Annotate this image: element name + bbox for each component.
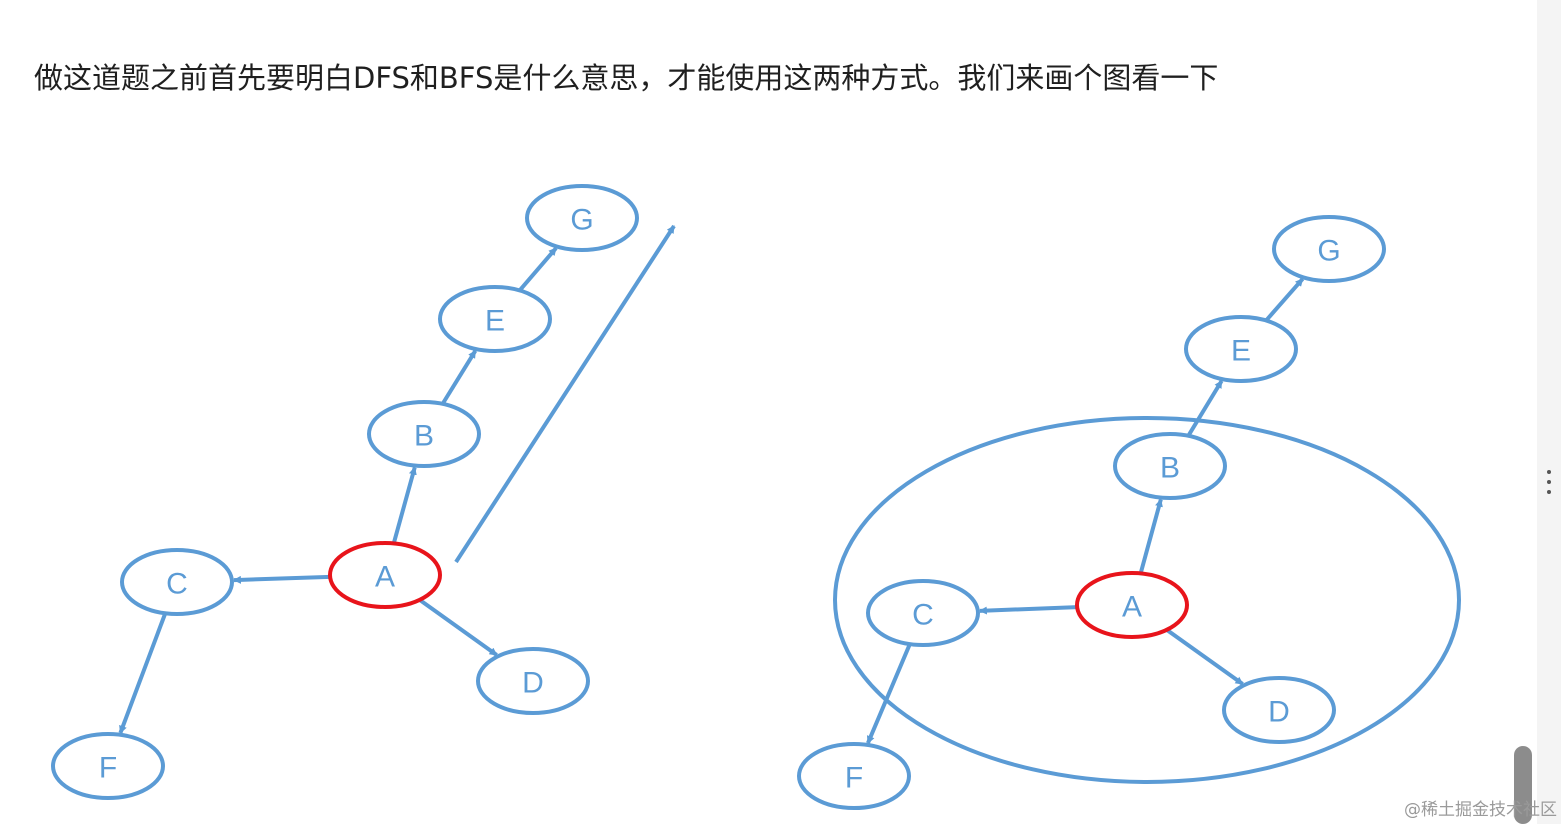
node-c: C bbox=[866, 579, 980, 647]
dfs-graph: A B C D E F G bbox=[51, 184, 676, 800]
node-shape bbox=[797, 742, 911, 810]
edge-A-C bbox=[978, 605, 1078, 615]
edge-A-D bbox=[1165, 628, 1244, 686]
edge-A-B bbox=[391, 466, 417, 544]
watermark: @稀土掘金技术社区 bbox=[1404, 800, 1557, 820]
node-shape bbox=[438, 285, 552, 353]
edge-A-C bbox=[232, 574, 331, 584]
node-label: B bbox=[1160, 452, 1180, 485]
node-f: F bbox=[51, 732, 165, 800]
node-shape bbox=[1113, 432, 1227, 500]
scrollbar-track[interactable] bbox=[1537, 0, 1561, 824]
node-shape bbox=[476, 647, 590, 715]
node-e: E bbox=[1184, 315, 1298, 383]
edge-A-D bbox=[418, 598, 498, 657]
edge-C-F bbox=[118, 612, 168, 734]
node-label: F bbox=[845, 762, 863, 795]
node-g: G bbox=[525, 184, 639, 252]
node-label: A bbox=[1122, 591, 1142, 624]
node-shape bbox=[328, 541, 442, 609]
edge-C-F bbox=[866, 643, 912, 745]
node-a: A bbox=[328, 541, 442, 609]
node-label: C bbox=[912, 599, 934, 632]
node-b: B bbox=[1113, 432, 1227, 500]
edge-B-E bbox=[1186, 379, 1224, 437]
node-a: A bbox=[1075, 571, 1189, 639]
node-c: C bbox=[120, 548, 234, 616]
node-label: B bbox=[414, 420, 434, 453]
breadth-level-ring bbox=[833, 416, 1461, 784]
node-shape bbox=[1272, 215, 1386, 283]
node-label: E bbox=[1231, 335, 1251, 368]
node-shape bbox=[367, 400, 481, 468]
node-label: C bbox=[166, 568, 188, 601]
intro-text: 做这道题之前首先要明白DFS和BFS是什么意思，才能使用这两种方式。我们来画个图… bbox=[34, 61, 1219, 95]
node-label: G bbox=[570, 204, 593, 237]
node-shape bbox=[120, 548, 234, 616]
node-shape bbox=[866, 579, 980, 647]
edge-A-B bbox=[1138, 498, 1163, 574]
node-b: B bbox=[367, 400, 481, 468]
node-e: E bbox=[438, 285, 552, 353]
more-options-icon[interactable] bbox=[1547, 470, 1551, 502]
node-shape bbox=[1184, 315, 1298, 383]
node-label: A bbox=[375, 561, 395, 594]
edge-E-G bbox=[518, 246, 558, 292]
bfs-graph: A B C D E F G bbox=[797, 215, 1461, 810]
edge-B-E bbox=[440, 349, 478, 405]
node-f: F bbox=[797, 742, 911, 810]
depth-direction-arrow bbox=[454, 224, 676, 564]
edge-E-G bbox=[1264, 277, 1305, 322]
node-shape bbox=[1075, 571, 1189, 639]
scrollbar-thumb[interactable] bbox=[1514, 746, 1532, 824]
node-d: D bbox=[1222, 676, 1336, 744]
node-shape bbox=[51, 732, 165, 800]
node-label: E bbox=[485, 305, 505, 338]
node-g: G bbox=[1272, 215, 1386, 283]
node-shape bbox=[525, 184, 639, 252]
node-label: F bbox=[99, 752, 117, 785]
node-shape bbox=[1222, 676, 1336, 744]
node-label: D bbox=[1268, 696, 1290, 729]
node-d: D bbox=[476, 647, 590, 715]
node-label: D bbox=[522, 667, 544, 700]
node-label: G bbox=[1317, 235, 1340, 268]
